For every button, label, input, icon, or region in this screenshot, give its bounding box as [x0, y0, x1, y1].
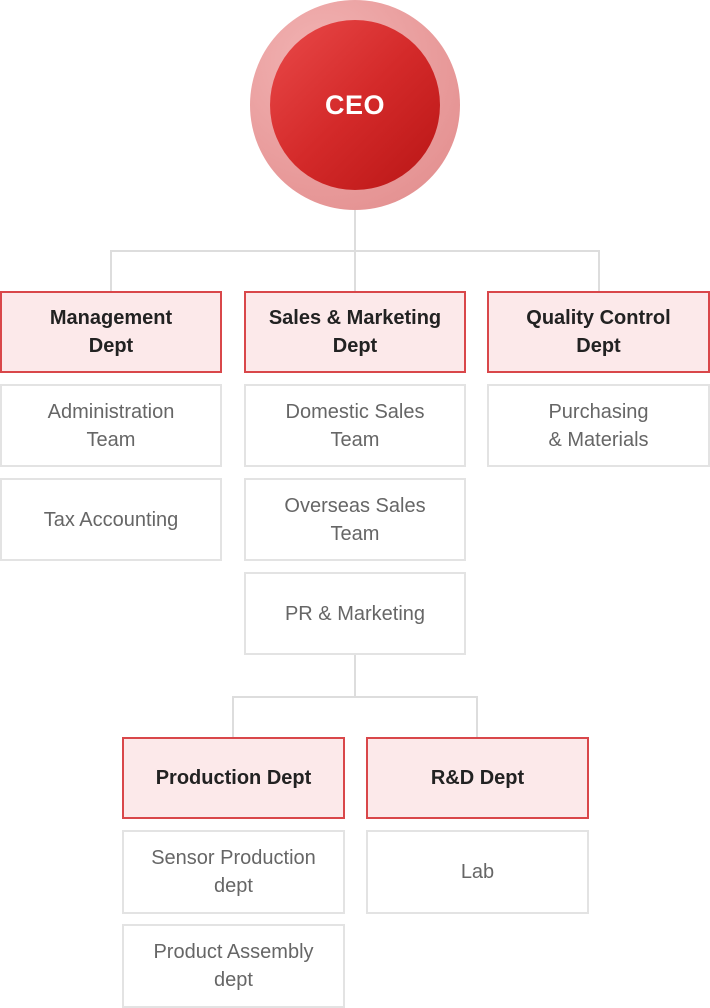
purchasing-materials-box: Purchasing & Materials [487, 384, 710, 467]
administration-team-box: Administration Team [0, 384, 222, 467]
ceo-circle: CEO [270, 20, 440, 190]
rnd-dept-box: R&D Dept [366, 737, 589, 819]
purchasing-materials-label: Purchasing & Materials [548, 400, 649, 451]
tax-accounting-box: Tax Accounting [0, 478, 222, 561]
domestic-sales-team-label: Domestic Sales Team [285, 400, 425, 451]
lab-box: Lab [366, 830, 589, 914]
production-dept-label: Production Dept [155, 767, 312, 789]
tax-accounting-label: Tax Accounting [43, 508, 179, 531]
production-dept-box: Production Dept [122, 737, 345, 819]
pr-marketing-label: PR & Marketing [284, 602, 426, 625]
administration-team-label: Administration Team [47, 400, 175, 451]
quality-control-dept-label: Quality Control Dept [526, 307, 671, 357]
overseas-sales-team-box: Overseas Sales Team [244, 478, 466, 561]
sales-marketing-dept-label: Sales & Marketing Dept [268, 307, 442, 357]
sales-marketing-dept-box: Sales & Marketing Dept [244, 291, 466, 373]
pr-marketing-box: PR & Marketing [244, 572, 466, 655]
overseas-sales-team-label: Overseas Sales Team [284, 494, 426, 545]
rnd-dept-label: R&D Dept [430, 767, 525, 789]
management-dept-box: Management Dept [0, 291, 222, 373]
product-assembly-label: Product Assembly dept [153, 941, 314, 991]
sensor-production-label: Sensor Production dept [151, 847, 316, 897]
sensor-production-box: Sensor Production dept [122, 830, 345, 914]
product-assembly-box: Product Assembly dept [122, 924, 345, 1008]
quality-control-dept-box: Quality Control Dept [487, 291, 710, 373]
ceo-node: CEO [250, 0, 460, 210]
domestic-sales-team-box: Domestic Sales Team [244, 384, 466, 467]
lab-label: Lab [460, 861, 495, 883]
ceo-label: CEO [324, 89, 385, 120]
management-dept-label: Management Dept [49, 307, 173, 357]
